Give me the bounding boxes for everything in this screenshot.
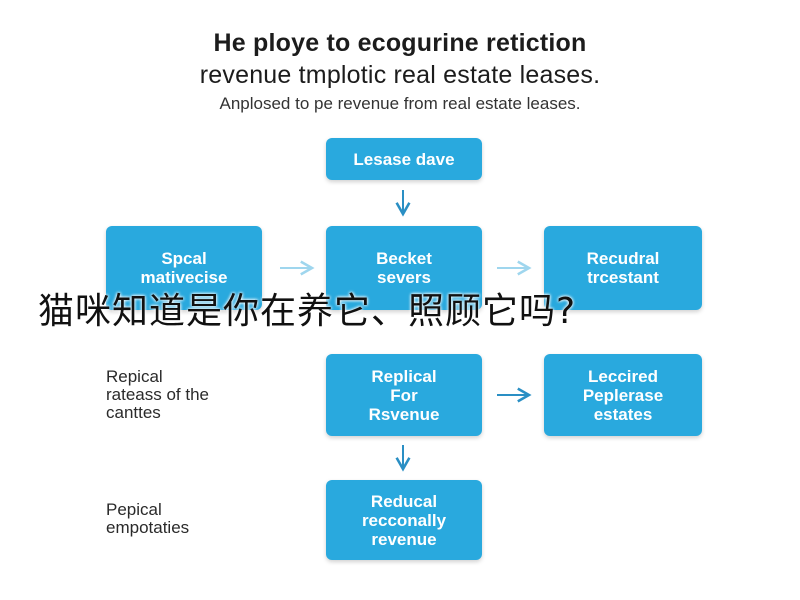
side-label-pepical: Pepical empotaties (106, 500, 190, 537)
box-leased: Leccired Peplerase estates (544, 354, 702, 436)
diagram-subtitle: Anplosed to pe revenue from real estate … (219, 94, 581, 113)
diagram-title-line-1: He ploye to ecogurine retiction (213, 29, 587, 57)
box-reduced: Reducal recconally revenue (326, 480, 482, 560)
box-becket: Becket severs (326, 226, 482, 310)
box-replical: Replical For Rsvenue (326, 354, 482, 436)
box-special: Spcal mativecise (106, 226, 262, 310)
box-recurring: Recudral trcestant (544, 226, 702, 310)
diagram-title-line-2: revenue tmplotic real estate leases. (199, 61, 601, 89)
side-label-replical-rates: Repical rateass of the canttes (106, 367, 210, 422)
overlay-caption: 猫咪知道是你在养它、照顾它吗? (38, 291, 577, 332)
box-lease-date: Lesase dave (326, 138, 482, 180)
